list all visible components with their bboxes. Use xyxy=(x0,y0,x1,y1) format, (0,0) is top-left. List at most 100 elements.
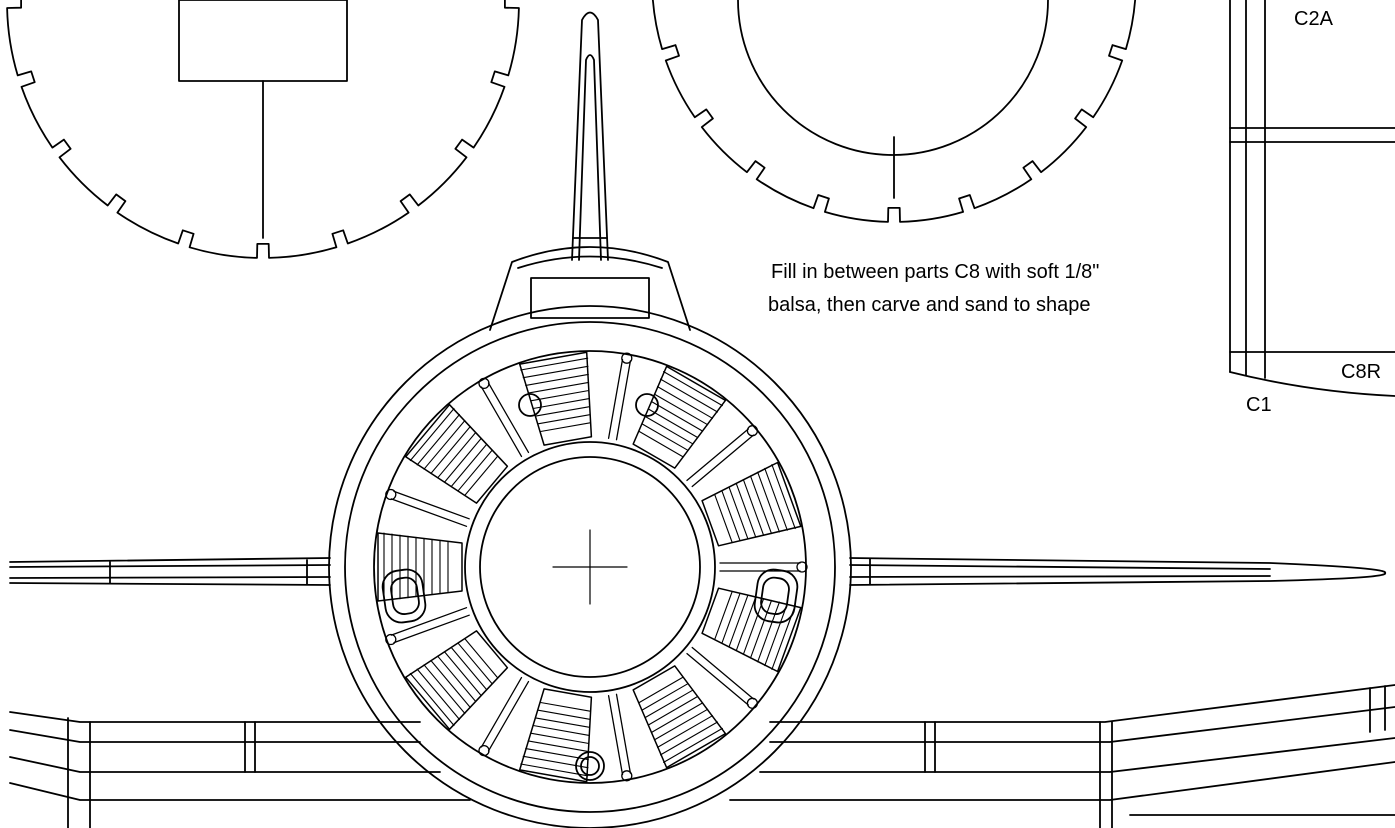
cylinder-outline xyxy=(518,351,593,446)
cylinder-fin xyxy=(735,596,757,652)
cylinder-fin xyxy=(650,702,704,734)
cylinder-fin xyxy=(416,413,461,466)
rocker-box xyxy=(385,633,397,646)
cylinder-fin xyxy=(742,479,765,536)
pushrod-edge xyxy=(480,676,523,748)
cylinder-fin xyxy=(647,695,699,726)
cylinder-fin xyxy=(757,471,780,533)
cylinder-fin xyxy=(416,668,461,721)
cylinder-fin xyxy=(444,651,482,697)
cylinder-fin xyxy=(520,763,589,777)
build-note-line-1: Fill in between parts C8 with soft 1/8" xyxy=(771,261,1100,283)
cylinder-fin xyxy=(522,755,589,769)
part-label-c8r: C8R xyxy=(1341,361,1382,383)
cylinder-fin xyxy=(530,732,590,745)
pushrod-edge xyxy=(691,434,755,488)
oil-cooler-bottom xyxy=(575,751,605,781)
propeller-center-mark xyxy=(552,529,628,605)
cylinder-fin xyxy=(771,464,796,530)
right-notched-former xyxy=(651,0,1137,223)
cylinder-fin xyxy=(450,647,488,691)
cylinder-fin xyxy=(520,357,589,371)
cylinder-fin xyxy=(464,638,498,679)
cylinder-fin xyxy=(644,415,694,445)
right-former-outline xyxy=(651,0,1137,223)
cylinder-fin xyxy=(656,715,714,748)
engine-cowling xyxy=(328,305,852,828)
left-former-outline xyxy=(6,0,520,259)
cylinder-fin xyxy=(721,490,741,541)
cylinder-fin xyxy=(653,708,709,741)
cylinder-fin xyxy=(423,664,466,715)
cylinder-fin xyxy=(663,371,723,407)
cylinder-fin xyxy=(532,724,590,736)
rocker-box xyxy=(621,352,633,364)
cylinder-fin xyxy=(641,423,689,451)
cylinder-outline xyxy=(518,688,593,783)
pushrod-edge xyxy=(615,360,632,441)
cylinder-fin xyxy=(659,721,719,756)
cylinder-fin xyxy=(457,449,493,492)
cylinder-fin xyxy=(532,398,590,410)
cylinder-outline xyxy=(377,532,463,602)
pushrod-edge xyxy=(686,428,749,482)
cylinder-fin xyxy=(764,467,788,531)
cylinder-fin xyxy=(444,437,482,483)
cylinder-outline xyxy=(632,365,727,469)
cylinder-fin xyxy=(537,709,591,720)
air-scoop-left xyxy=(381,568,427,624)
cylinder-fin xyxy=(647,408,699,439)
cylinder-fin xyxy=(653,393,709,426)
part-label-c1: C1 xyxy=(1246,394,1272,416)
pushrod-edge xyxy=(607,358,624,439)
pushrod-edge xyxy=(691,646,755,700)
cylinder-fin xyxy=(464,455,498,496)
intake-left xyxy=(518,393,542,417)
pushrod-edge xyxy=(393,614,470,644)
left-notched-former xyxy=(6,0,520,259)
pushrod-edge xyxy=(607,695,624,776)
cylinder-fin xyxy=(638,676,684,704)
cylinder-fin xyxy=(537,414,591,425)
cylinder-fin xyxy=(522,365,589,379)
cylinder-outline xyxy=(632,665,727,769)
cylinder-fin xyxy=(742,598,765,655)
cylinder-fin xyxy=(430,659,471,709)
pushrod-edge xyxy=(487,382,530,454)
cylinder-fin xyxy=(749,599,773,659)
pushrod-edge xyxy=(390,498,468,527)
canopy-section xyxy=(489,246,691,331)
vertical-fin xyxy=(571,11,609,261)
pushrod-edge xyxy=(480,386,523,458)
rocker-box xyxy=(478,377,490,390)
part-label-c2a: C2A xyxy=(1294,8,1333,30)
cylinder-fin xyxy=(530,389,590,402)
engine-cylinders xyxy=(377,351,802,783)
rocker-box xyxy=(746,697,759,709)
cylinder-fin xyxy=(714,591,733,640)
cylinder-fin xyxy=(457,642,493,685)
cylinder-fin xyxy=(450,443,488,487)
cylinder-fin xyxy=(735,482,757,538)
cylinder-fin xyxy=(728,486,749,540)
cylinder-fin xyxy=(527,381,590,394)
cylinder-fin xyxy=(764,603,788,667)
intake-right xyxy=(635,393,659,417)
cylinder-fin xyxy=(757,601,780,663)
build-note-line-2: balsa, then carve and sand to shape xyxy=(768,294,1091,316)
former-notched-edge xyxy=(6,0,520,259)
cylinder-fin xyxy=(663,727,723,763)
cylinder-fin xyxy=(721,593,741,644)
right-former-inner-arc xyxy=(737,0,1049,156)
cylinder-fin xyxy=(423,419,466,470)
cylinder-fin xyxy=(527,740,590,753)
cylinder-fin xyxy=(540,701,591,712)
cylinder-fin xyxy=(430,425,471,475)
tailplane xyxy=(9,684,1395,828)
engine-pushrods xyxy=(385,352,808,782)
rocker-box xyxy=(796,561,808,573)
wing-right xyxy=(849,557,1386,586)
cylinder-fin xyxy=(437,431,477,479)
rocker-box xyxy=(478,744,490,757)
